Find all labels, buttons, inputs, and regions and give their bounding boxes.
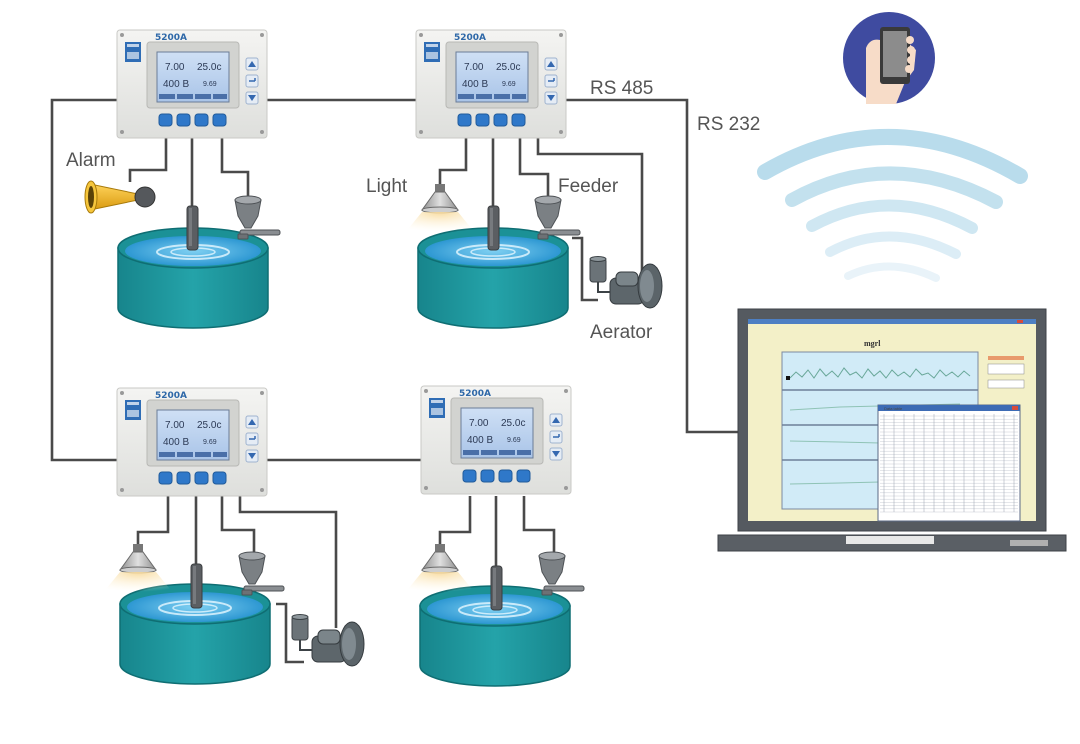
rs485-bus	[50, 98, 740, 462]
reading-orp: 400 B	[467, 435, 493, 446]
feeder-2-icon	[534, 195, 581, 240]
alarm-label: Alarm	[66, 150, 116, 171]
reading-orp: 400 B	[462, 79, 488, 90]
reading-ph: 7.00	[464, 62, 484, 73]
probe-2-icon	[487, 205, 500, 251]
reading-ph: 7.00	[165, 62, 185, 73]
controller-3[interactable]: 5200A 7.00 25.0c 400 B 9.69	[116, 387, 268, 497]
data-table-window[interactable]: Data table	[877, 404, 1021, 522]
aerator-2-icon	[589, 255, 663, 309]
data-window-title: Data table	[884, 406, 903, 411]
laptop-icon[interactable]: mgrl Data table	[717, 308, 1067, 552]
reading-temp: 25.0c	[197, 420, 221, 431]
controller-2[interactable]: 5200A 7.00 25.0c 400 B 9.69	[415, 29, 567, 139]
monitoring-station-3: 5200A 7.00 25.0c 400 B 9.69	[101, 387, 365, 685]
screen-series-line-1	[789, 367, 971, 379]
probe-3-icon	[190, 563, 203, 609]
monitoring-station-2: Light Feeder Aerator 5200A 7.00 25.0c 40…	[366, 29, 663, 343]
feeder-label: Feeder	[558, 176, 619, 197]
rs232-label: RS 232	[697, 114, 760, 135]
feeder-3-icon	[238, 551, 285, 596]
probe-4-icon	[490, 565, 503, 611]
light-label: Light	[366, 176, 408, 197]
hand-holding-phone-icon	[843, 12, 935, 104]
reading-temp: 25.0c	[197, 62, 221, 73]
monitoring-station-4: 5200A 7.00 25.0c 400 B 9.69	[403, 385, 585, 687]
aerator-label: Aerator	[590, 322, 653, 343]
reading-do: 9.69	[203, 439, 217, 446]
controller-model: 5200A	[459, 389, 491, 399]
light-2-icon	[403, 183, 477, 235]
reading-do: 9.69	[507, 437, 521, 444]
controller-model: 5200A	[155, 33, 187, 43]
reading-do: 9.69	[502, 81, 516, 88]
probe-1-icon	[186, 205, 199, 251]
feeder-1-icon	[234, 195, 281, 240]
aerator-3-icon	[291, 613, 365, 667]
reading-ph: 7.00	[165, 420, 185, 431]
light-3-icon	[101, 543, 175, 595]
data-table-grid	[880, 414, 1018, 513]
controller-model: 5200A	[155, 391, 187, 401]
feeder-4-icon	[538, 551, 585, 596]
reading-ph: 7.00	[469, 418, 489, 429]
controller-1[interactable]: 5200A 7.00 25.0c 400 B 9.69	[116, 29, 268, 139]
alarm-horn-icon	[84, 180, 156, 214]
screen-chart-title: mgrl	[864, 339, 881, 348]
reading-temp: 25.0c	[496, 62, 520, 73]
wifi-signal-icon	[757, 129, 1028, 282]
reading-orp: 400 B	[163, 437, 189, 448]
controller-4[interactable]: 5200A 7.00 25.0c 400 B 9.69	[420, 385, 572, 495]
controller-model: 5200A	[454, 33, 486, 43]
monitoring-station-1: Alarm 5200A 7.00 25.0c 400 B 9.69	[66, 29, 281, 329]
rs485-label: RS 485	[590, 78, 653, 99]
reading-orp: 400 B	[163, 79, 189, 90]
reading-temp: 25.0c	[501, 418, 525, 429]
light-4-icon	[403, 543, 477, 595]
reading-do: 9.69	[203, 81, 217, 88]
